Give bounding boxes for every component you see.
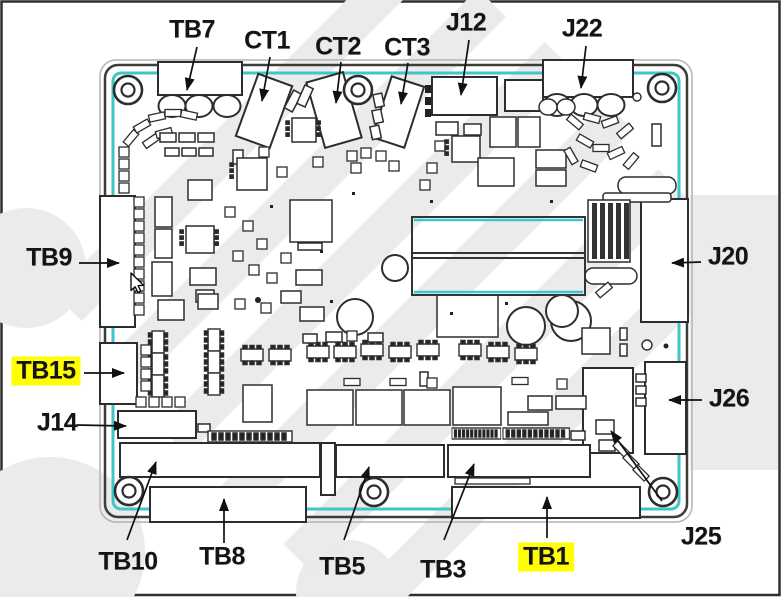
label-j22: J22: [561, 14, 603, 43]
arrow-tb10: [126, 461, 157, 541]
label-j12: J12: [445, 8, 487, 37]
arrow-ct2: [332, 61, 343, 104]
label-ct3: CT3: [384, 33, 430, 62]
label-tb3: TB3: [420, 555, 466, 584]
connector-j25-target: [582, 367, 634, 454]
connectors: [99, 59, 689, 523]
capacitors: [157, 92, 642, 118]
arrow-j20: [671, 257, 702, 268]
arrow-tb7: [184, 46, 198, 91]
connector-j14: [117, 410, 197, 439]
arrow-j22: [577, 45, 588, 89]
label-j26: J26: [708, 384, 750, 413]
connector-tb1: [451, 486, 641, 519]
connector-tb5: [335, 444, 445, 478]
arrow-j25: [610, 430, 663, 502]
label-j25: J25: [680, 522, 722, 551]
arrow-ct3: [398, 62, 409, 105]
label-tb7: TB7: [169, 15, 215, 44]
connector-ct1: [234, 72, 294, 150]
label-tb8: TB8: [199, 542, 245, 571]
relay-module: [411, 216, 586, 296]
label-tb5: TB5: [319, 552, 365, 581]
label-ct1: CT1: [244, 26, 290, 55]
arrow-tb3: [443, 463, 475, 541]
connector-j26: [644, 361, 687, 455]
arrow-ct1: [259, 56, 271, 102]
label-ct2: CT2: [315, 32, 361, 61]
smt-components: [118, 84, 677, 482]
arrow-j14: [76, 420, 127, 431]
label-tb1-highlighted: TB1: [518, 542, 574, 572]
label-tb9: TB9: [26, 243, 72, 272]
connector-tb9: [99, 195, 136, 328]
arrow-tb5: [343, 466, 370, 541]
connector-tb10: [119, 442, 321, 478]
connector-j20: [640, 198, 689, 323]
label-j20: J20: [707, 242, 749, 271]
connector-j12: [431, 76, 498, 116]
mouse-cursor: [130, 272, 145, 294]
arrow-j12: [457, 39, 470, 96]
label-arrows: [76, 39, 702, 543]
label-j14: J14: [36, 408, 78, 437]
connector-tb8: [149, 486, 307, 523]
label-tb15-highlighted: TB15: [11, 356, 81, 386]
connector-j22: [542, 59, 634, 98]
connector-tb7: [157, 61, 243, 96]
connector-tb3: [447, 444, 591, 478]
label-tb10: TB10: [98, 547, 158, 576]
